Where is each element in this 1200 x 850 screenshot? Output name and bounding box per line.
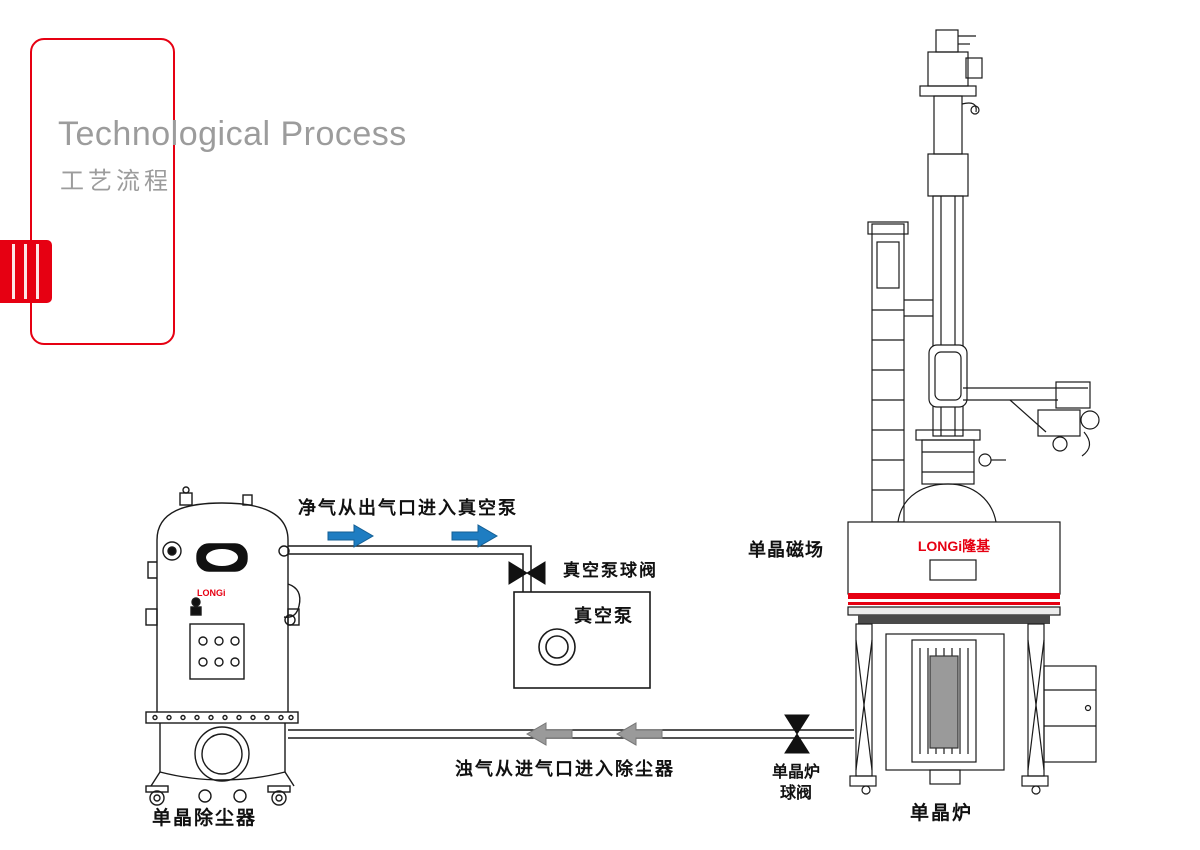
dust-collector-drawing: LONGi: [145, 486, 301, 806]
vacuum-pump-valve-label: 真空泵球阀: [563, 561, 658, 581]
dust-collector-label: 单晶除尘器: [152, 807, 258, 829]
page-title-zh: 工艺流程: [60, 168, 172, 195]
furnace-label: 单晶炉: [910, 802, 974, 824]
logo-frame: [30, 38, 175, 345]
furnace-valve-label-line2: 球阀: [779, 782, 812, 802]
clean-gas-arrows-icon: [327, 524, 498, 548]
furnace-drawing: LONGi隆基: [847, 29, 1100, 795]
magnetic-field-label: 单晶磁场: [748, 540, 824, 561]
furnace-ball-valve-icon: [784, 714, 810, 754]
vacuum-pump-box: [513, 591, 651, 689]
furnace-logo-text: LONGi隆基: [918, 538, 991, 554]
dust-collector-logo-text: LONGi: [197, 588, 226, 598]
vacuum-pump-ball-valve-icon: [508, 561, 546, 585]
dirty-gas-arrows-icon: [526, 722, 663, 746]
page-title-en: Technological Process: [58, 115, 407, 153]
dirty-gas-pipe-label: 浊气从进气口进入除尘器: [455, 759, 675, 780]
brand-stripes-icon: [0, 240, 52, 303]
vacuum-pump-label: 真空泵: [574, 606, 634, 627]
furnace-valve-label: 单晶炉 球阀: [756, 762, 836, 804]
top-pipe: [288, 545, 532, 592]
clean-gas-pipe-label: 净气从出气口进入真空泵: [298, 498, 518, 519]
furnace-valve-label-line1: 单晶炉: [771, 762, 820, 781]
